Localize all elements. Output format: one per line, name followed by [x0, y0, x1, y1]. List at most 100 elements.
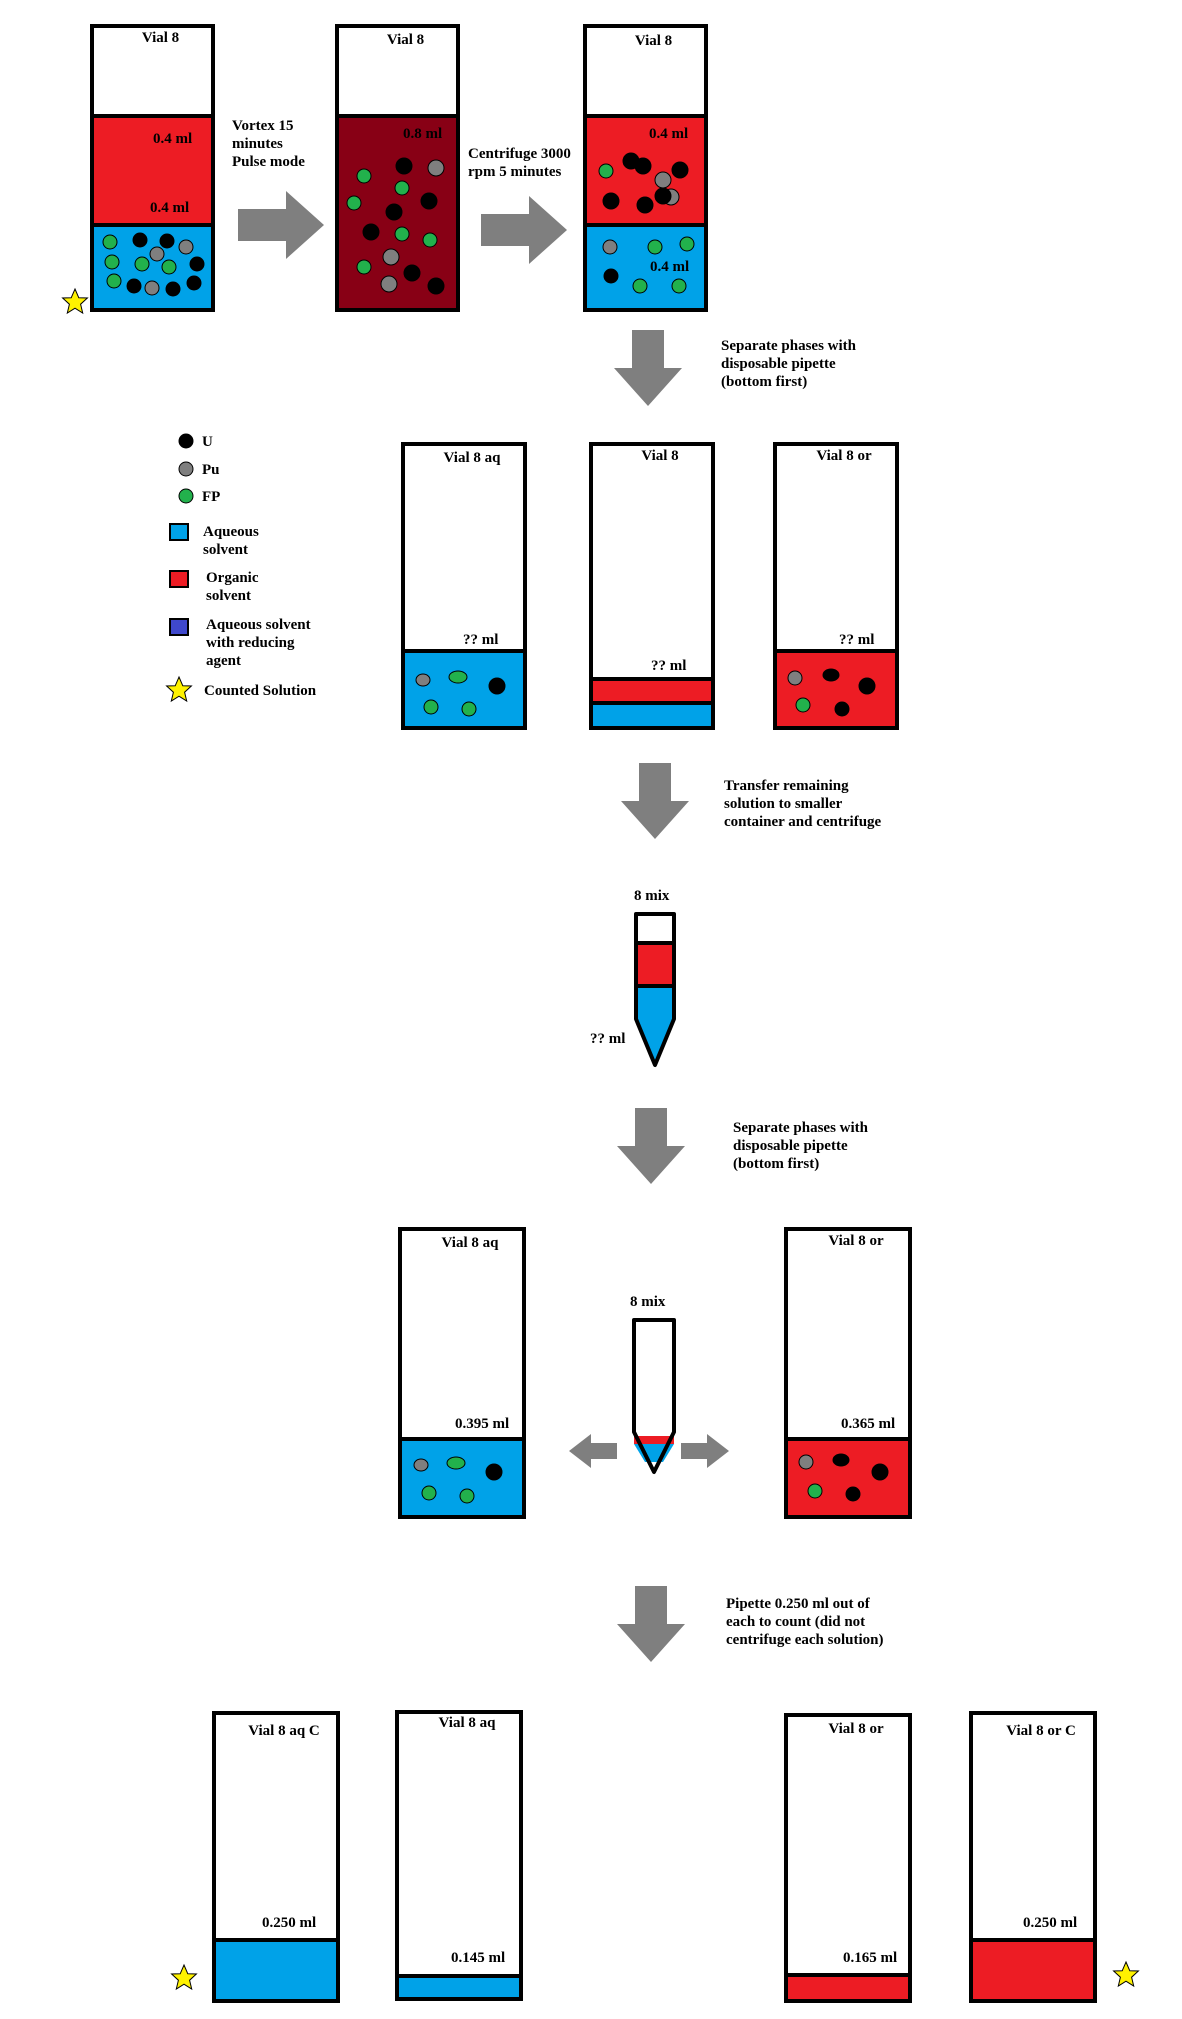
volume-label: 0.145 ml — [451, 1950, 505, 1966]
vial-label: Vial 8 or — [816, 448, 872, 464]
vial-outline — [969, 1711, 1097, 2003]
arrow-left-icon — [569, 1434, 617, 1468]
legend-pu: Pu — [202, 462, 220, 478]
vial-8-or-remaining: Vial 8 or 0.165 ml — [784, 1713, 912, 2003]
mix-tube-8-centrifuge: 8 mix ?? ml — [590, 888, 676, 1067]
plutonium-swatch — [178, 461, 194, 477]
step-5-separate-text: Separate phases with disposable pipette … — [733, 1120, 872, 1172]
particles — [346, 157, 445, 295]
vial-outline — [773, 442, 899, 730]
vial-outline — [784, 1713, 912, 2003]
vial-label: Vial 8 — [641, 448, 678, 464]
volume-label: ?? ml — [463, 632, 498, 648]
vial-label: Vial 8 — [142, 30, 179, 46]
vial-outline — [395, 1710, 523, 2001]
organic-phase — [786, 1439, 910, 1517]
vial-8-or-row3: Vial 8 or 0.365 ml — [784, 1227, 912, 1519]
vial-8-aq-c: Vial 8 aq C 0.250 ml — [212, 1711, 340, 2003]
vial-label: Vial 8 aq — [442, 1235, 500, 1251]
organic-phase — [786, 1975, 910, 2001]
vial-outline — [398, 1227, 526, 1519]
vial-8-aq-row2: Vial 8 aq ?? ml — [401, 442, 527, 730]
volume-label: 0.365 ml — [841, 1416, 895, 1432]
vial-8-initial: Vial 8 0.4 ml 0.4 ml — [90, 24, 215, 312]
volume-label: 0.250 ml — [1023, 1915, 1077, 1931]
vial-outline — [212, 1711, 340, 2003]
vial-label: Vial 8 or C — [1006, 1723, 1076, 1739]
arrow-down-icon — [617, 1586, 685, 1662]
vial-outline — [583, 24, 708, 312]
vial-label: Vial 8 aq C — [248, 1723, 320, 1739]
arrow-down-icon — [621, 763, 689, 839]
organic-swatch — [169, 570, 189, 588]
organic-residue — [634, 1436, 674, 1444]
tube-outline — [634, 912, 676, 1067]
lower-volume: 0.4 ml — [650, 259, 689, 275]
legend-u: U — [202, 434, 213, 450]
aqueous-phase — [397, 1976, 521, 1999]
vial-8-interface: Vial 8 ?? ml — [589, 442, 715, 730]
legend-aqueous: Aqueous solvent — [203, 524, 263, 558]
vial-outline — [401, 442, 527, 730]
step-4-transfer-text: Transfer remaining solution to smaller c… — [724, 778, 882, 830]
vial-label: Vial 8 — [635, 33, 672, 49]
arrow-right-icon — [238, 191, 324, 259]
vial-outline — [589, 442, 715, 730]
counted-star-icon — [1113, 1961, 1139, 1987]
star-icon — [166, 676, 192, 702]
particles — [102, 232, 205, 297]
vial-8-or-row2: Vial 8 or ?? ml — [773, 442, 899, 730]
legend-reducing: Aqueous solvent with reducing agent — [206, 617, 314, 669]
step-2-centrifuge-text: Centrifuge 3000 rpm 5 minutes — [468, 146, 575, 180]
organic-phase — [92, 116, 213, 225]
arrow-down-icon — [617, 1108, 685, 1184]
volume-label: 0.395 ml — [455, 1416, 509, 1432]
aqueous-phase — [636, 986, 674, 1065]
aqueous-phase — [400, 1439, 524, 1517]
legend-fp: FP — [202, 489, 220, 505]
counted-star-icon — [171, 1964, 197, 1990]
organic-phase — [591, 679, 713, 703]
step-1-vortex-text: Vortex 15 minutes Pulse mode — [232, 118, 305, 170]
vial-8-aq-row3: Vial 8 aq 0.395 ml — [398, 1227, 526, 1519]
vial-8-aq-remaining: Vial 8 aq 0.145 ml — [395, 1710, 523, 2001]
aqueous-phase — [591, 703, 713, 728]
mix-tube-8-empty: 8 mix — [630, 1294, 676, 1474]
uranium-swatch — [178, 433, 194, 449]
legend-organic: Organic solvent — [206, 570, 262, 604]
vial-8-mixed: Vial 8 0.8 ml — [335, 24, 460, 312]
volume-label: 0.8 ml — [403, 126, 442, 142]
fission-products-swatch — [178, 488, 194, 504]
reducing-agent-swatch — [169, 618, 189, 636]
vial-label: Vial 8 or — [828, 1233, 884, 1249]
organic-phase — [636, 943, 674, 986]
volume-label: ?? ml — [839, 632, 874, 648]
vial-label: Vial 8 or — [828, 1721, 884, 1737]
step-3-separate-text: Separate phases with disposable pipette … — [721, 338, 860, 390]
counted-star-icon — [62, 288, 88, 314]
tube-label: 8 mix — [634, 888, 670, 904]
aqueous-phase — [403, 651, 525, 728]
volume-label: ?? ml — [651, 658, 686, 674]
vial-label: Vial 8 — [387, 32, 424, 48]
organic-phase — [971, 1940, 1095, 2001]
aqueous-phase — [214, 1940, 338, 2001]
volume-label: 0.250 ml — [262, 1915, 316, 1931]
aqueous-swatch — [169, 523, 189, 541]
tube-label: 8 mix — [630, 1294, 666, 1310]
upper-volume: 0.4 ml — [153, 131, 192, 147]
legend-counted: Counted Solution — [204, 683, 317, 699]
arrow-right-icon — [481, 196, 567, 264]
vial-outline — [90, 24, 215, 312]
lower-volume: 0.4 ml — [150, 200, 189, 216]
vial-8-or-c: Vial 8 or C 0.250 ml — [969, 1711, 1097, 2003]
volume-label: ?? ml — [590, 1031, 625, 1047]
particles — [598, 152, 695, 294]
volume-label: 0.165 ml — [843, 1950, 897, 1966]
organic-phase — [775, 651, 897, 728]
vial-outline — [784, 1227, 912, 1519]
arrow-right-icon — [681, 1434, 729, 1468]
legend: U Pu FP Aqueous solvent Organic solvent … — [166, 433, 317, 702]
upper-volume: 0.4 ml — [649, 126, 688, 142]
